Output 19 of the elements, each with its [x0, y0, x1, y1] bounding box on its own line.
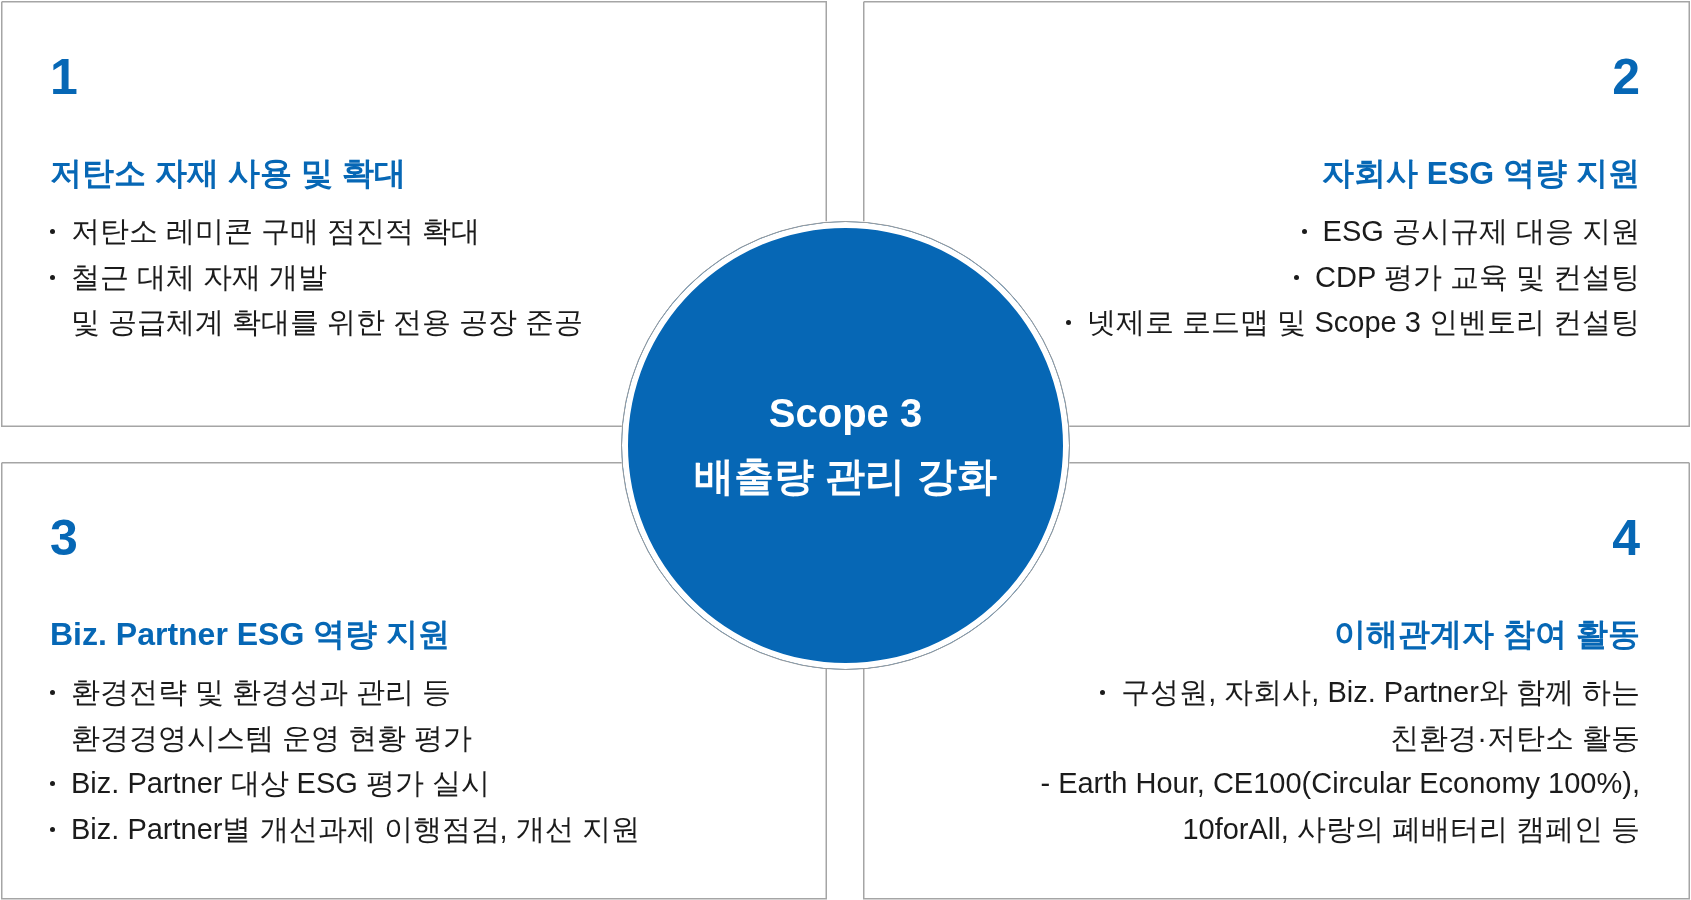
- circle-title: Scope 3 배출량 관리 강화: [694, 390, 997, 500]
- bullet-text: 구성원, 자회사, Biz. Partner와 함께 하는 친환경·저탄소 활동: [1121, 675, 1640, 756]
- bullet-text: Biz. Partner별 개선과제 이행점검, 개선 지원: [71, 811, 640, 847]
- bullet-text: 철근 대체 자재 개발 및 공급체계 확대를 위한 전용 공장 준공: [71, 259, 584, 340]
- bullet-text: 저탄소 레미콘 구매 점진적 확대: [71, 214, 481, 249]
- step-number: 4: [1612, 509, 1640, 568]
- bullet-text: CDP 평가 교육 및 컨설팅: [1315, 259, 1640, 295]
- step-number: 3: [50, 509, 78, 568]
- note-text: - Earth Hour, CE100(Circular Economy 100%), 10forAll, 사랑의 폐배터리 캠페인 등: [1040, 766, 1640, 847]
- panel-heading: 이해관계자 참여 활동: [1334, 615, 1640, 654]
- bullet-text: ESG 공시규제 대응 지원: [1322, 214, 1640, 249]
- bullet-text: 환경전략 및 환경성과 관리 등 환경경영시스템 운영 현황 평가: [71, 675, 473, 756]
- step-number: 2: [1612, 48, 1640, 107]
- panel-heading: 자회사 ESG 역량 지원: [1321, 154, 1640, 193]
- panel-heading: Biz. Partner ESG 역량 지원: [50, 615, 451, 654]
- bullet-text: Biz. Partner 대상 ESG 평가 실시: [71, 766, 490, 801]
- bullet-text: 넷제로 로드맵 및 Scope 3 인벤토리 컨설팅: [1087, 305, 1640, 340]
- panel-heading: 저탄소 자재 사용 및 확대: [50, 154, 406, 193]
- step-number: 1: [50, 48, 78, 107]
